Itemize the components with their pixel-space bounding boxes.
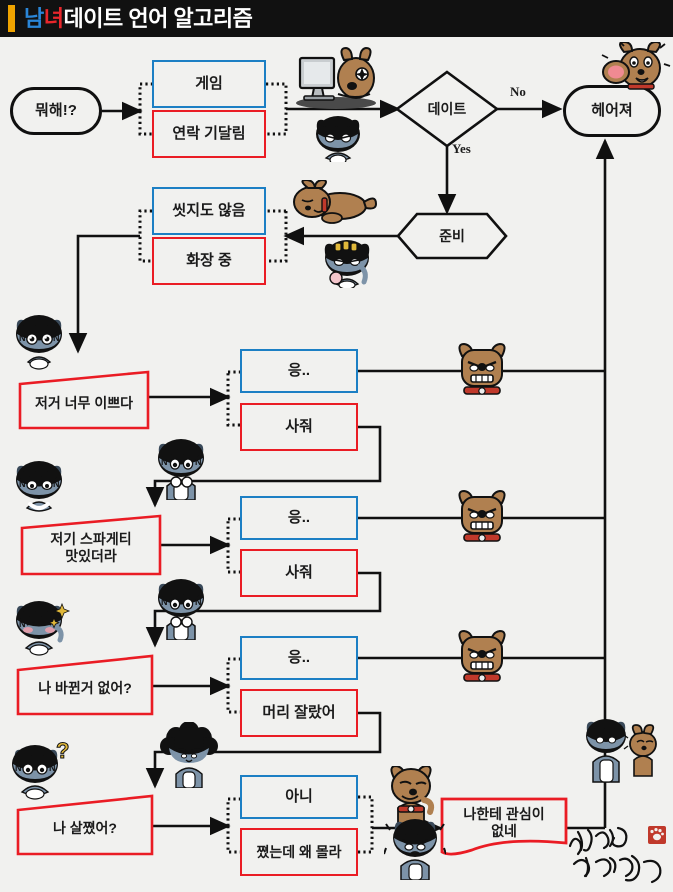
question-text-2: 저기 스파게티 맛있더라 (50, 525, 131, 565)
final-callout-label[interactable]: 나한테 관심이 없네 (442, 799, 566, 847)
final-callout-line1: 나한테 관심이 (463, 806, 545, 823)
title-part-rest: 데이트 언어 알고리즘 (63, 6, 253, 31)
option-box-red-5[interactable]: 머리 잘랐어 (240, 689, 358, 737)
question-text-4: 나 살쪘어? (53, 819, 117, 836)
option-box-blue-5[interactable]: 응.. (240, 636, 358, 680)
crying-dog-icon (601, 42, 671, 90)
title-part-female: 녀 (43, 6, 64, 31)
couple-icon (586, 719, 657, 783)
question-text-2-line2: 맛있더라 (65, 548, 117, 564)
option-box-red-6[interactable]: 쪘는데 왜 몰라 (240, 828, 358, 876)
svg-text:N: N (161, 457, 168, 467)
furious-cat-icon (384, 819, 446, 880)
option-box-red-3[interactable]: 사줘 (240, 403, 358, 451)
question-label-1[interactable]: 저거 너무 이쁘다 (20, 372, 148, 428)
page-title: 남녀데이트 언어 알고리즘 (24, 4, 253, 33)
title-accent-bar (8, 5, 15, 32)
sparkle-eyes-cat-icon: N N (16, 315, 62, 370)
decision-yes-label: Yes (452, 141, 471, 156)
option-box-blue-3[interactable]: 응.. (240, 349, 358, 393)
cat-makeup-icon (324, 240, 370, 288)
question-text-2-line1: 저기 스파게티 (50, 531, 132, 548)
happy-cat-icon: N N (16, 461, 62, 512)
option-box-blue-6[interactable]: 아니 (240, 775, 358, 819)
grumpy-dog-icon (458, 629, 506, 682)
svg-text:N: N (19, 333, 26, 343)
begging-cat-icon: N N (158, 439, 204, 500)
signature-stamp (648, 826, 666, 844)
dog-at-computer-icon (296, 46, 376, 109)
option-box-blue-2[interactable]: 씻지도 않음 (152, 187, 266, 235)
svg-text:N: N (19, 479, 26, 489)
svg-text:N: N (19, 619, 26, 629)
final-callout-text: 나한테 관심이 없네 (463, 806, 544, 840)
title-bar: 남녀데이트 언어 알고리즘 (0, 0, 673, 37)
question-text-3: 나 바뀐거 없어? (38, 679, 132, 696)
final-callout-line2: 없네 (491, 823, 517, 839)
decision-no-label: No (510, 84, 526, 99)
signature (568, 826, 666, 884)
svg-text:N: N (195, 457, 202, 467)
title-part-male: 남 (24, 6, 44, 31)
option-box-red-2[interactable]: 화장 중 (152, 237, 266, 285)
svg-text:N: N (49, 763, 56, 773)
blushing-cat-icon: N (16, 601, 71, 656)
option-box-red-1[interactable]: 연락 기달림 (152, 110, 266, 158)
question-text-1: 저거 너무 이쁘다 (35, 394, 133, 411)
process-label[interactable]: 준비 (439, 228, 465, 244)
grumpy-dog-icon (458, 342, 506, 395)
grumpy-dog-icon (458, 489, 506, 542)
question-label-4[interactable]: 나 살쪘어? (18, 796, 152, 854)
question-cat-icon: N N ? (12, 738, 70, 800)
question-label-2[interactable]: 저기 스파게티 맛있더라 (22, 516, 160, 574)
lying-dog-icon (293, 180, 378, 224)
decision-label[interactable]: 데이트 (427, 101, 467, 117)
angry-cat-icon (316, 116, 360, 162)
svg-text:N: N (15, 763, 22, 773)
svg-text:N: N (195, 597, 202, 607)
afro-cat-icon (160, 722, 218, 788)
option-box-blue-4[interactable]: 응.. (240, 496, 358, 540)
option-box-red-4[interactable]: 사줘 (240, 549, 358, 597)
svg-text:N: N (53, 333, 60, 343)
svg-text:?: ? (56, 738, 69, 763)
start-node[interactable]: 뭐해!? (10, 87, 102, 135)
svg-text:N: N (53, 479, 60, 489)
begging-cat-icon: N N (158, 579, 204, 640)
question-label-3[interactable]: 나 바뀐거 없어? (18, 656, 152, 714)
svg-text:N: N (161, 597, 168, 607)
end-node[interactable]: 헤어져 (563, 85, 661, 137)
option-box-blue-1[interactable]: 게임 (152, 60, 266, 108)
